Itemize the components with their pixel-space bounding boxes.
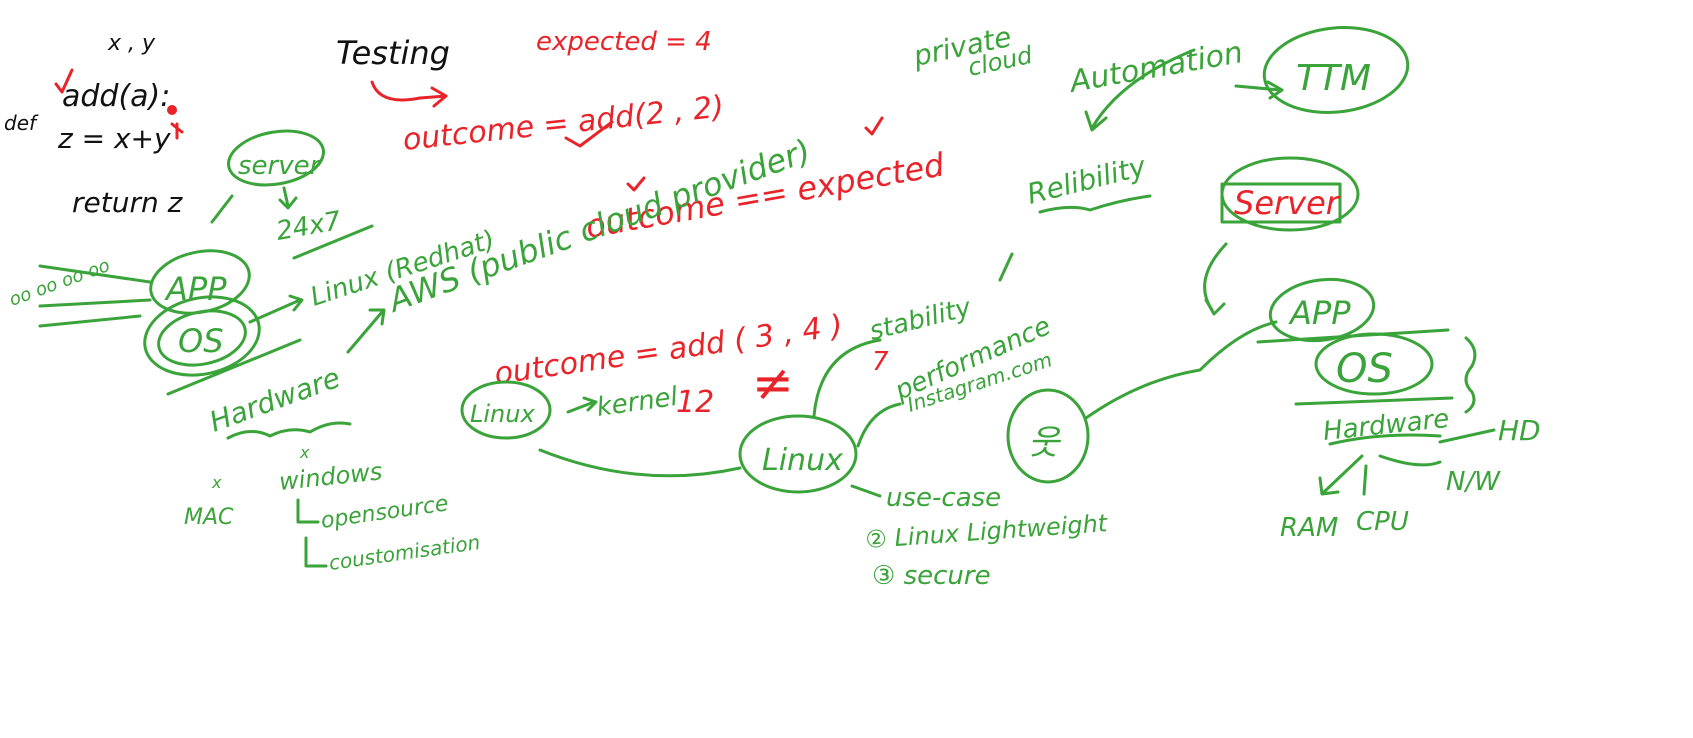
app-label: APP	[164, 270, 227, 308]
ram-label: RAM	[1280, 513, 1338, 543]
use-case-label: use-case	[886, 483, 1001, 513]
opensource-label: opensource	[319, 491, 450, 534]
os-label: OS	[178, 322, 224, 360]
outcome-add-2-2: outcome = add(2 , 2)	[401, 89, 725, 158]
server-label: server	[238, 151, 323, 181]
tick-line	[998, 252, 1014, 282]
os-circle	[1314, 332, 1434, 396]
server-circle	[227, 129, 325, 187]
windows-label: windows	[278, 457, 384, 496]
app-label: APP	[1288, 294, 1351, 332]
aws-label: AWS (public cloud provider)	[382, 131, 816, 320]
ttm-circle	[1262, 26, 1410, 114]
not-equal-sign: ≠	[752, 354, 794, 412]
stability-label: stability	[866, 293, 974, 347]
arrow-icon	[1318, 454, 1364, 496]
brace-icon	[1464, 336, 1477, 414]
divider-line	[1294, 396, 1454, 406]
check-mark	[564, 120, 614, 148]
arrow-icon	[248, 294, 304, 324]
users-circle	[1006, 388, 1090, 484]
arrow-icon	[1203, 242, 1228, 316]
code-body: z = x+y	[57, 122, 171, 155]
branch-icon	[304, 536, 328, 568]
user-arrow	[38, 314, 142, 328]
branch-icon	[296, 498, 320, 524]
code-snippet: x , y def add(a): z = x+y return z	[4, 31, 184, 219]
connector-line	[812, 338, 882, 418]
nw-label: N/W	[1446, 467, 1501, 497]
red-dot	[167, 105, 177, 115]
point-2-label: ② Linux Lightweight	[864, 509, 1109, 554]
x-mark-1: x	[211, 473, 222, 492]
arrow-line	[850, 484, 882, 498]
linux-big-label: Linux	[762, 443, 843, 478]
check-mark	[54, 68, 74, 94]
arrow-icon	[566, 396, 598, 414]
user-glyph: 웃	[1028, 423, 1062, 463]
divider-line	[166, 338, 302, 396]
underline	[292, 224, 374, 260]
linux-small-label: Linux	[470, 400, 535, 428]
code-return: return z	[72, 186, 184, 219]
underline	[1328, 433, 1442, 446]
kernel-label: kernel	[595, 382, 681, 423]
user-arrow	[38, 298, 152, 308]
branch-line	[1362, 464, 1368, 496]
check-mark	[626, 176, 646, 192]
code-def: def	[4, 111, 39, 135]
hd-label: HD	[1498, 414, 1541, 447]
x-mark-2: x	[299, 443, 310, 462]
mac-label: MAC	[184, 505, 234, 530]
os-inner-circle	[157, 309, 247, 367]
cpu-label: CPU	[1356, 507, 1409, 537]
connector-line	[538, 448, 742, 478]
linux-small-circle	[460, 380, 552, 440]
arrow-icon	[1234, 80, 1284, 100]
seven-label: 7	[872, 347, 889, 377]
arrow-line	[210, 194, 234, 224]
branch-line	[1438, 428, 1496, 444]
os-label: OS	[1336, 346, 1393, 392]
app-circle	[1268, 277, 1376, 343]
squiggle	[226, 421, 352, 440]
code-params: x , y	[107, 31, 156, 56]
arrow-icon	[1084, 48, 1196, 132]
twelve-label: 12	[676, 385, 714, 420]
customisation-label: coustomisation	[327, 530, 481, 575]
ttm-label: TTM	[1296, 58, 1371, 99]
check-mark	[864, 116, 884, 136]
server-box	[1220, 182, 1342, 224]
connector-line	[856, 402, 902, 448]
red-plus	[170, 122, 184, 140]
branch-line	[1378, 454, 1442, 467]
testing-arrow	[370, 80, 448, 108]
user-arrow	[38, 264, 152, 284]
expected-label: expected = 4	[536, 27, 712, 57]
squiggle	[1038, 194, 1152, 214]
connector-line	[1084, 320, 1278, 420]
arrow-icon	[346, 308, 386, 354]
os-circle	[143, 295, 261, 377]
arrow-icon	[278, 186, 298, 210]
server-label: Server	[1234, 184, 1341, 222]
point-3-label: ③ secure	[872, 561, 991, 591]
testing-title: Testing	[336, 34, 450, 72]
linux-big-circle	[738, 414, 858, 494]
reliability-label: Relibility	[1024, 149, 1150, 210]
code-func: add(a):	[62, 79, 170, 114]
